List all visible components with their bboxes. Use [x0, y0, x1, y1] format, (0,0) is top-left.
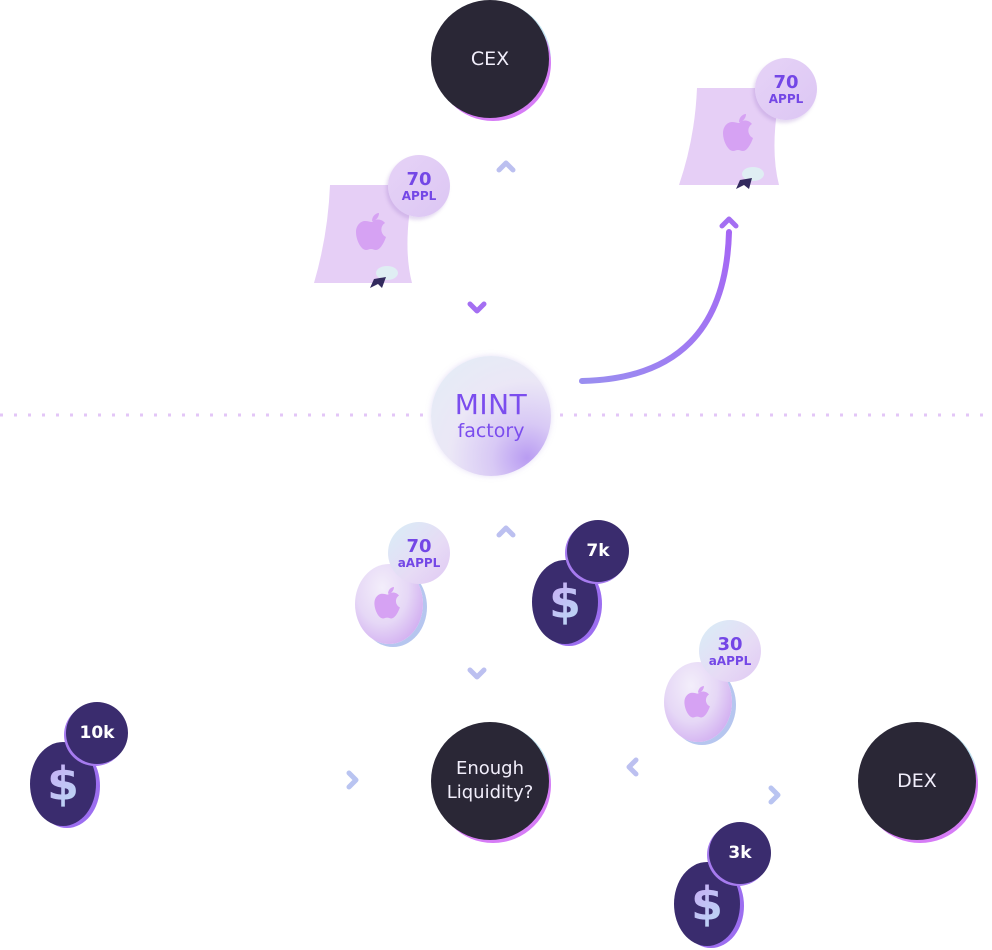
dollar-icon: $ — [548, 575, 581, 629]
dollar-icon: $ — [46, 757, 79, 811]
dollar-icon: $ — [690, 877, 723, 931]
liquidity-check-node[interactable]: Enough Liquidity? — [431, 722, 549, 840]
dex-label: DEX — [897, 769, 937, 792]
cex-share-badge: 70 APPL — [388, 155, 450, 217]
liquidity-label-line1: Enough — [455, 758, 525, 779]
apple-icon — [723, 114, 753, 151]
dex-cash-badge: 3k — [709, 822, 771, 884]
user-cash-token: $ 10k — [28, 700, 138, 830]
arrow-mint-to-liquidity — [467, 524, 487, 680]
arrow-mint-to-share — [579, 216, 739, 384]
mint-subtitle: factory — [457, 420, 525, 442]
cex-label: CEX — [470, 47, 510, 70]
arrow-cex-to-mint — [467, 160, 487, 314]
apple-icon — [356, 213, 386, 250]
user-cash-badge: 10k — [66, 702, 128, 764]
minted-share-badge: 70 APPL — [755, 58, 817, 120]
mint-cash-badge: 7k — [567, 520, 629, 582]
arrow-liquidity-to-mint — [496, 525, 516, 681]
liquidity-label-line2: Liquidity? — [446, 782, 534, 803]
mint-factory-node[interactable]: MINT factory — [431, 356, 551, 476]
dex-output-token: 30 aAPPL — [661, 620, 771, 750]
cex-node[interactable]: CEX — [431, 0, 549, 118]
mint-title: MINT — [454, 388, 528, 421]
dex-output-badge: 30 aAPPL — [699, 620, 761, 682]
apple-icon — [374, 587, 400, 619]
arrow-user-to-liquidity — [203, 770, 359, 790]
mint-output-token: 70 aAPPL — [352, 520, 462, 650]
cex-share-certificate: 70 APPL — [312, 155, 452, 290]
arrow-dex-to-liquidity — [626, 757, 783, 777]
apple-icon — [684, 686, 710, 718]
mint-cash-token: $ 7k — [530, 520, 640, 650]
arrow-mint-to-cex — [496, 160, 516, 316]
dex-node[interactable]: DEX — [858, 722, 976, 840]
dex-cash-token: $ 3k — [672, 820, 782, 950]
minted-share-certificate: 70 APPL — [677, 58, 822, 195]
arrow-liquidity-to-dex — [626, 785, 781, 805]
mint-output-badge: 70 aAPPL — [388, 522, 450, 584]
